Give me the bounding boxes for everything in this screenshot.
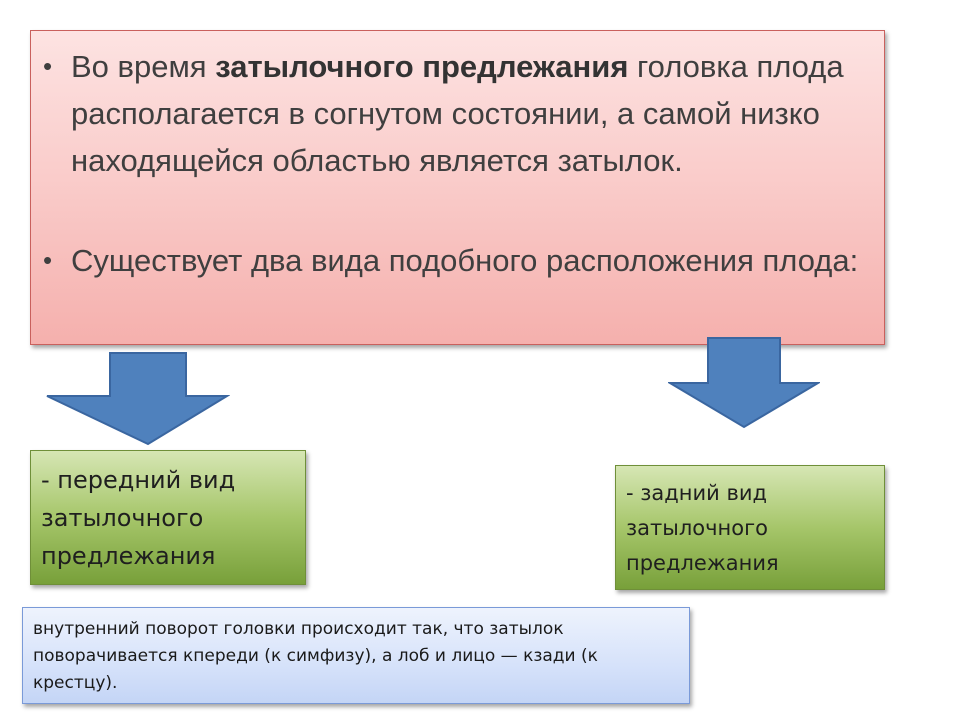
arrow-down-icon <box>46 352 230 446</box>
anterior-view-box: - передний вид затылочного предлежания <box>30 450 306 585</box>
bullet-2-text: Существует два вида подобного расположен… <box>71 243 859 278</box>
bullet-dot: • <box>43 51 53 81</box>
rotation-note-text: внутренний поворот головки происходит та… <box>33 619 598 693</box>
bullet-item-1: • Во время затылочного предлежания голов… <box>43 43 881 184</box>
bullet-1-prefix: Во время <box>71 49 216 84</box>
bullet-1-suffix: головка плода располагается в согнутом с… <box>71 49 844 178</box>
bullet-1-bold-term: затылочного предлежания <box>215 49 629 84</box>
bullet-dot: • <box>43 245 53 275</box>
posterior-view-box: - задний вид затылочного предлежания <box>615 465 885 590</box>
arrow-down-icon <box>668 337 820 429</box>
posterior-view-text: - задний вид затылочного предлежания <box>626 481 779 575</box>
rotation-note-box: внутренний поворот головки происходит та… <box>22 607 690 704</box>
anterior-view-text: - передний вид затылочного предлежания <box>41 466 236 570</box>
bullet-item-2: • Существует два вида подобного располож… <box>43 237 881 284</box>
main-text-box: • Во время затылочного предлежания голов… <box>30 30 885 345</box>
